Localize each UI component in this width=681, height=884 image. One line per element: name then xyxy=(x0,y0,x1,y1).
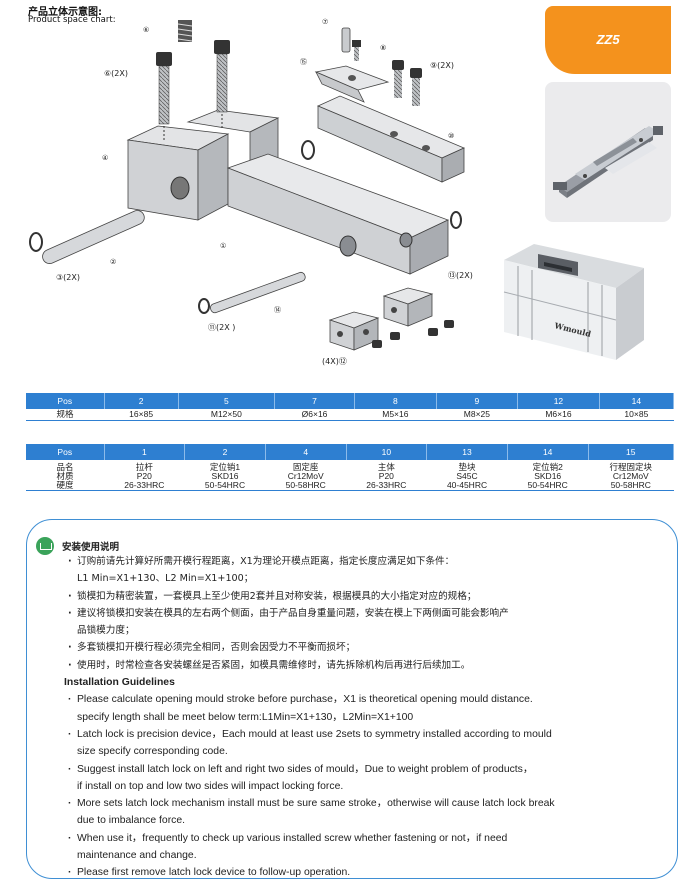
screw-6-right xyxy=(214,40,230,113)
locating-pin-14 xyxy=(210,271,306,314)
col-header: 10 xyxy=(346,444,428,460)
screws-12 xyxy=(372,320,454,348)
label-11: ⑪(2X ) xyxy=(208,323,235,332)
page-title-en: Product space chart: xyxy=(28,15,116,25)
label-8: ⑧ xyxy=(380,44,386,52)
label-9: ⑨(2X) xyxy=(430,61,454,70)
col-header: 1 xyxy=(104,444,186,460)
pin-7 xyxy=(341,27,351,53)
label-6: ⑥ xyxy=(143,26,149,34)
guide-cn-line: 品锁模力度； xyxy=(77,625,135,637)
guide-title-en: Installation Guidelines xyxy=(64,677,175,689)
ring-3 xyxy=(29,232,43,252)
table-row: 硬度 26-33HRC 50-54HRC 50-58HRC 26-33HRC 4… xyxy=(26,481,674,491)
col-header: Pos xyxy=(26,393,105,409)
guide-cn-line: 多套锁模扣开模行程必须完全相同，否则会因受力不平衡而损坏； xyxy=(68,639,668,656)
book-icon xyxy=(36,537,54,555)
guide-cn-line: L1 Min=X1+130、L2 Min=X1+100； xyxy=(77,573,254,585)
col-header: Pos xyxy=(26,444,105,460)
label-7: ⑦ xyxy=(322,18,328,26)
label-4: ④ xyxy=(102,154,108,162)
guide-cn-line: 建议将锁模扣安装在模具的左右两个侧面，由于产品自身重量问题，安装在模上下两侧面可… xyxy=(68,605,668,622)
guide-text: 订购前请先计算好所需开模行程距离，X1为理论开模点距离，指定长度应满足如下条件：… xyxy=(64,553,668,882)
col-header: 13 xyxy=(426,444,508,460)
col-header: 12 xyxy=(517,393,600,409)
screw-9-right xyxy=(410,68,422,106)
table-row: 规格 16×85 M12×50 Ø6×16 M5×16 M8×25 M6×16 … xyxy=(26,409,674,421)
spacer-block-upper xyxy=(382,287,434,327)
ring-3b xyxy=(301,140,315,160)
guide-cn-line: 使用时，时常检查各安装螺丝是否紧固，如模具需维修时，请先拆除机构后再进行后续加工… xyxy=(68,657,668,674)
label-2: ② xyxy=(110,258,116,266)
guide-en-line: Please calculate opening mould stroke be… xyxy=(68,691,668,708)
col-header: 15 xyxy=(588,444,675,460)
label-10: ⑩ xyxy=(448,132,454,140)
guide-en-line: specify length shall be meet below term:… xyxy=(77,711,414,723)
label-6x: ⑥(2X) xyxy=(104,69,128,78)
fixed-seat xyxy=(126,109,280,221)
col-header: 14 xyxy=(507,444,589,460)
main-body xyxy=(226,153,450,275)
model-badge: ZZ5 xyxy=(545,6,671,74)
guide-en-line: Suggest install latch lock on left and r… xyxy=(68,761,668,778)
label-12: (4X)⑫ xyxy=(322,357,347,366)
guide-en-line: size specify corresponding code. xyxy=(77,746,228,758)
screw-6-left xyxy=(156,52,172,125)
col-header: 5 xyxy=(178,393,275,409)
guide-en-line: maintenance and change. xyxy=(77,850,197,862)
page-title-cn: 产品立体示意图: xyxy=(28,7,102,18)
model-code: ZZ5 xyxy=(596,32,620,47)
guide-en-line: More sets latch lock mechanism install m… xyxy=(68,795,668,812)
spacer-block-lower xyxy=(328,311,380,351)
guide-en-line: due to imbalance force. xyxy=(77,815,186,827)
col-header: 7 xyxy=(274,393,356,409)
guide-cn-line: 锁模扣为精密装置，一套模具上至少使用2套并且对称安装，根据模具的大小指定对应的规… xyxy=(68,588,668,605)
wedge-block xyxy=(314,65,390,103)
label-15: ⑮ xyxy=(300,58,307,66)
guide-en-line: When use it，frequently to check up vario… xyxy=(68,830,668,847)
label-3: ③(2X) xyxy=(56,273,80,282)
col-header: 4 xyxy=(265,444,347,460)
col-header: 2 xyxy=(184,444,266,460)
pull-rod xyxy=(42,210,145,264)
spec-table-2: Pos 1 2 4 10 13 14 15 品名 拉杆 定位销1 固定座 主体 … xyxy=(26,444,675,491)
table-row: 材质 P20 SKD16 Cr12MoV P20 S45C SKD16 Cr12… xyxy=(56,471,649,481)
col-header: 14 xyxy=(599,393,675,409)
guide-en-line: Please first remove latch lock device to… xyxy=(68,864,668,881)
col-header: 2 xyxy=(104,393,179,409)
ring-11b xyxy=(450,211,462,229)
screw-8 xyxy=(352,40,361,61)
guide-en-line: Latch lock is precision device，Each moul… xyxy=(68,726,668,743)
mould-photo: Wmould xyxy=(498,232,648,362)
stroke-fixed-block xyxy=(317,95,465,183)
col-header: 9 xyxy=(436,393,519,409)
screw-9-left xyxy=(392,60,404,98)
guide-cn-line: 订购前请先计算好所需开模行程距离，X1为理论开模点距离，指定长度应满足如下条件： xyxy=(68,553,668,570)
guide-title-cn: 安装使用说明 xyxy=(62,542,120,553)
col-header: 8 xyxy=(354,393,437,409)
table-row: 品名 拉杆 定位销1 固定座 主体 垫块 定位销2 行程固定块 xyxy=(56,462,653,472)
exploded-diagram: ⑥ ⑥(2X) ④ ⑦ ⑧ ⑨(2X) ⑮ ⑩ ① ② ③(2X) ⑭ ⑪(2X… xyxy=(29,18,473,366)
ring-11 xyxy=(198,298,210,314)
spring-6 xyxy=(177,20,193,42)
label-14: ⑭ xyxy=(274,306,281,314)
guide-en-line: if install on top and low two sides will… xyxy=(77,780,344,792)
spec-table-1: Pos 2 5 7 8 9 12 14 规格 16×85 M12×50 Ø6×1… xyxy=(26,393,675,421)
label-13: ⑬(2X) xyxy=(448,271,473,280)
label-1: ① xyxy=(220,242,226,250)
product-photo xyxy=(545,82,671,222)
